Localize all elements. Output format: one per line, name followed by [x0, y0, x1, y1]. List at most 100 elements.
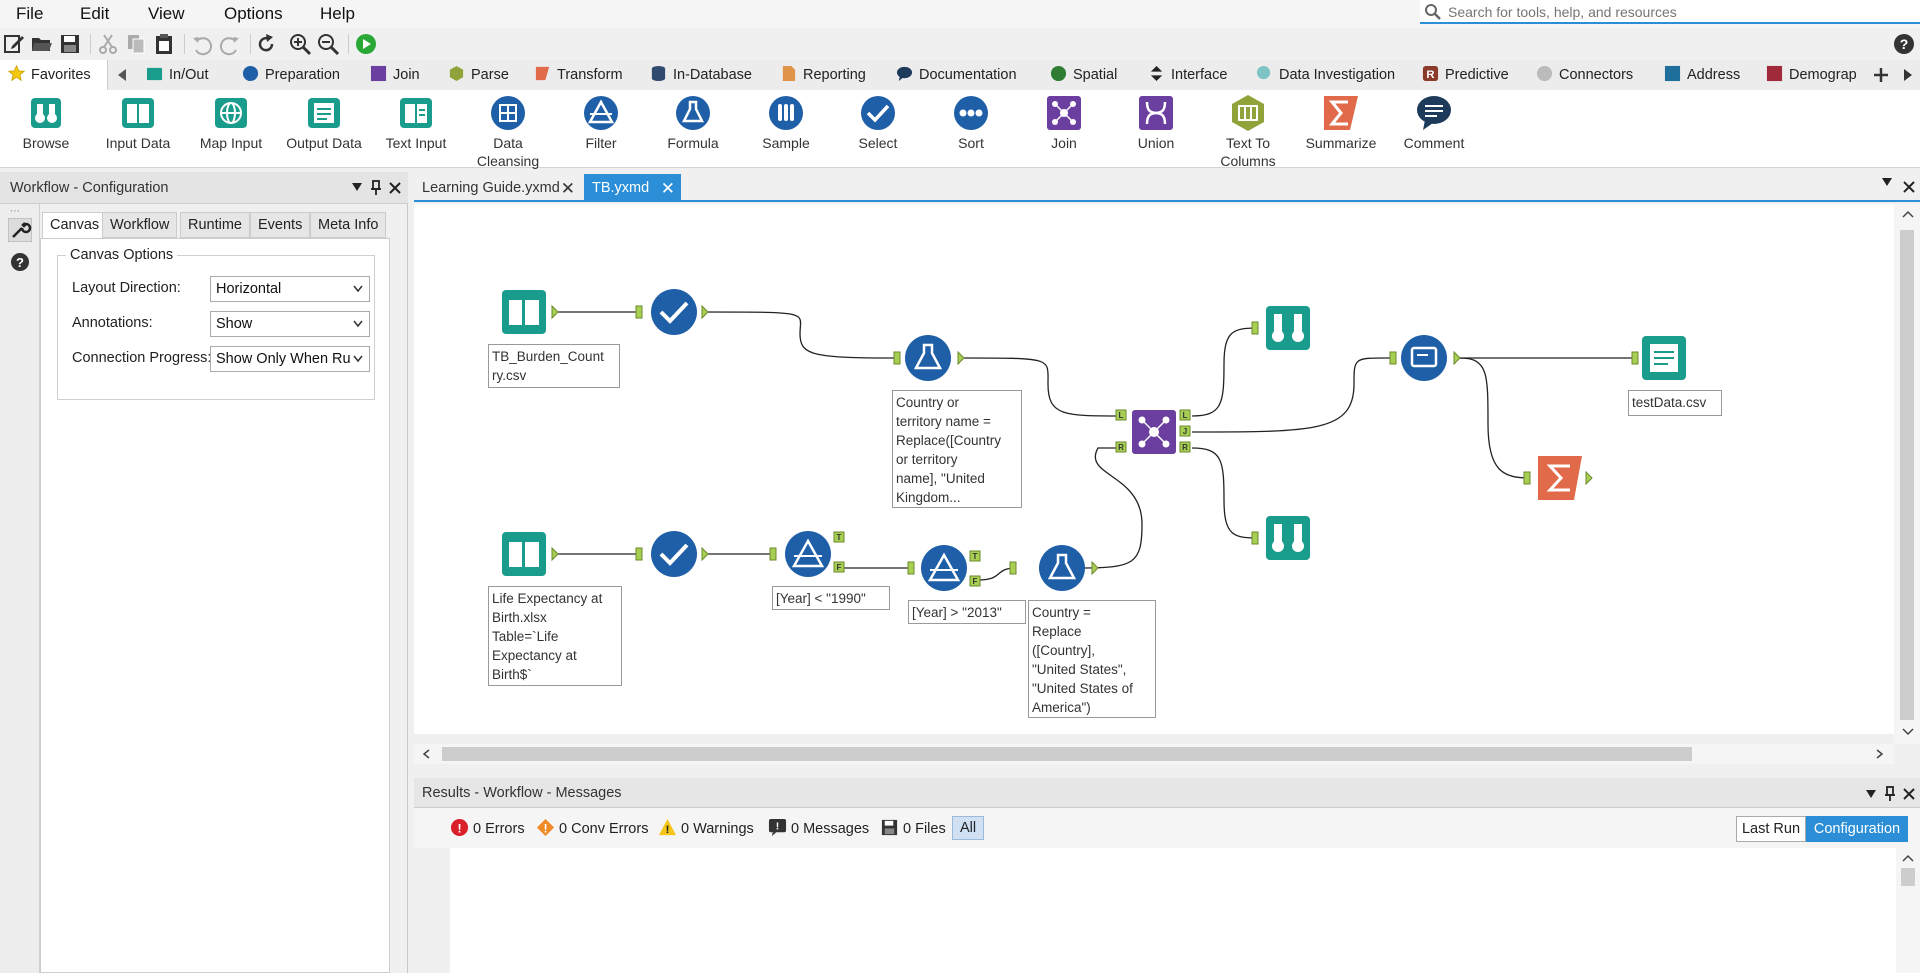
undo-icon[interactable]	[190, 32, 214, 56]
tool-union[interactable]: Union	[1110, 92, 1202, 152]
panel-menu-icon[interactable]	[1866, 790, 1876, 798]
doc-tab-learning-guide[interactable]: Learning Guide.yxmd ✕	[414, 174, 581, 202]
tool-text-input[interactable]: Text Input	[370, 92, 462, 152]
node-summarize[interactable]	[1523, 456, 1593, 500]
wrench-icon[interactable]	[8, 218, 32, 242]
last-run-button[interactable]: Last Run	[1736, 816, 1806, 842]
tab-list-icon[interactable]	[1882, 178, 1892, 186]
help-circle-icon[interactable]: ?	[10, 252, 30, 272]
filter-warnings[interactable]: !0 Warnings	[658, 818, 754, 837]
tool-sort[interactable]: Sort	[925, 92, 1017, 152]
tab-transform[interactable]: Transform	[534, 65, 623, 85]
node-auto-field[interactable]	[1389, 335, 1461, 381]
node-formula-2[interactable]	[1009, 545, 1099, 591]
close-tab-icon[interactable]: ✕	[560, 179, 575, 198]
tool-data-cleansing[interactable]: Data Cleansing	[462, 92, 554, 170]
node-output-testdata[interactable]	[1631, 336, 1686, 380]
canvas-vertical-scrollbar[interactable]	[1894, 204, 1920, 744]
tool-sample[interactable]: Sample	[740, 92, 832, 152]
scroll-down-icon[interactable]	[1902, 728, 1914, 736]
node-select-2[interactable]	[635, 531, 709, 577]
results-vertical-scrollbar[interactable]	[1896, 848, 1920, 973]
tool-browse[interactable]: Browse	[0, 92, 92, 152]
new-workflow-icon[interactable]	[2, 32, 26, 56]
tab-events[interactable]: Events	[250, 212, 311, 238]
close-tab-icon[interactable]: ✕	[660, 179, 675, 198]
search-input[interactable]	[1448, 2, 1908, 22]
save-icon[interactable]	[58, 32, 82, 56]
cut-icon[interactable]	[96, 32, 120, 56]
close-icon[interactable]	[1902, 787, 1916, 801]
tool-text-to-columns[interactable]: Text To Columns	[1202, 92, 1294, 170]
tab-address[interactable]: Address	[1664, 65, 1740, 85]
paste-icon[interactable]	[152, 32, 176, 56]
vertical-scroll-thumb[interactable]	[1900, 230, 1914, 720]
panel-menu-icon[interactable]	[352, 183, 362, 191]
redo-icon[interactable]	[218, 32, 242, 56]
copy-icon[interactable]	[124, 32, 148, 56]
scroll-up-icon[interactable]	[1902, 210, 1914, 218]
menu-edit[interactable]: Edit	[80, 4, 110, 23]
tab-connectors[interactable]: Connectors	[1536, 65, 1633, 85]
node-filter-1[interactable]: T F	[769, 531, 845, 577]
tool-output-data[interactable]: Output Data	[278, 92, 370, 152]
tab-spatial[interactable]: Spatial	[1050, 65, 1117, 85]
workflow-canvas[interactable]: T F T F	[414, 204, 1894, 734]
refresh-icon[interactable]	[254, 32, 278, 56]
filter-messages[interactable]: !0 Messages	[768, 818, 869, 837]
tool-summarize[interactable]: Summarize	[1295, 92, 1387, 152]
tab-in-database[interactable]: In-Database	[650, 65, 752, 85]
tab-join[interactable]: Join	[370, 65, 420, 85]
node-filter-2[interactable]: T F	[907, 545, 981, 591]
horizontal-scroll-thumb[interactable]	[442, 747, 1692, 761]
node-select-1[interactable]	[635, 289, 709, 335]
tab-in-out[interactable]: In/Out	[146, 65, 209, 85]
node-input-tb-burden[interactable]	[502, 290, 559, 334]
open-folder-icon[interactable]	[30, 32, 54, 56]
help-icon[interactable]: ?	[1892, 32, 1916, 56]
annotations-select[interactable]: Show	[210, 311, 370, 337]
tab-runtime[interactable]: Runtime	[180, 212, 250, 238]
close-icon[interactable]	[388, 181, 402, 195]
close-icon[interactable]	[1902, 180, 1916, 194]
layout-direction-select[interactable]: Horizontal	[210, 276, 370, 302]
filter-conv-errors[interactable]: !0 Conv Errors	[536, 818, 648, 837]
tab-workflow[interactable]: Workflow	[102, 212, 178, 238]
node-formula-1[interactable]	[893, 335, 965, 381]
tab-meta-info[interactable]: Meta Info	[310, 212, 387, 238]
node-browse-1[interactable]	[1251, 306, 1310, 350]
scroll-up-icon[interactable]	[1902, 854, 1914, 862]
pin-icon[interactable]	[1884, 786, 1896, 802]
configuration-button[interactable]: Configuration	[1806, 816, 1908, 842]
menu-help[interactable]: Help	[320, 4, 355, 23]
tab-parse[interactable]: Parse	[448, 65, 509, 85]
menu-options[interactable]: Options	[224, 4, 283, 23]
tool-filter[interactable]: Filter	[555, 92, 647, 152]
scroll-right-icon[interactable]	[1876, 749, 1884, 759]
tool-join[interactable]: Join	[1018, 92, 1110, 152]
menu-file[interactable]: File	[16, 4, 44, 23]
node-join[interactable]: L R L J R	[1115, 409, 1191, 454]
scroll-left-icon[interactable]	[422, 749, 430, 759]
filter-all-button[interactable]: All	[952, 816, 984, 840]
menu-view[interactable]: View	[148, 4, 185, 23]
scroll-left-icon[interactable]	[116, 68, 128, 82]
canvas-horizontal-scrollbar[interactable]	[414, 744, 1894, 764]
tool-comment[interactable]: Comment	[1388, 92, 1480, 152]
tab-preparation[interactable]: Preparation	[242, 65, 340, 85]
tab-canvas[interactable]: Canvas	[42, 212, 108, 239]
run-icon[interactable]	[354, 32, 378, 56]
tool-formula[interactable]: Formula	[647, 92, 739, 152]
scroll-right-icon[interactable]	[1902, 68, 1914, 82]
tab-data-investigation[interactable]: Data Investigation	[1256, 65, 1395, 85]
connection-progress-select[interactable]: Show Only When Ru	[210, 346, 370, 372]
pin-icon[interactable]	[370, 180, 382, 196]
tab-documentation[interactable]: Documentation	[896, 65, 1017, 85]
tab-favorites[interactable]: Favorites	[0, 60, 108, 90]
filter-files[interactable]: 0 Files	[880, 818, 946, 837]
tab-interface[interactable]: Interface	[1148, 65, 1227, 85]
node-browse-2[interactable]	[1251, 516, 1310, 560]
search-box[interactable]	[1420, 0, 1920, 24]
zoom-out-icon[interactable]	[316, 32, 340, 56]
tool-input-data[interactable]: Input Data	[92, 92, 184, 152]
